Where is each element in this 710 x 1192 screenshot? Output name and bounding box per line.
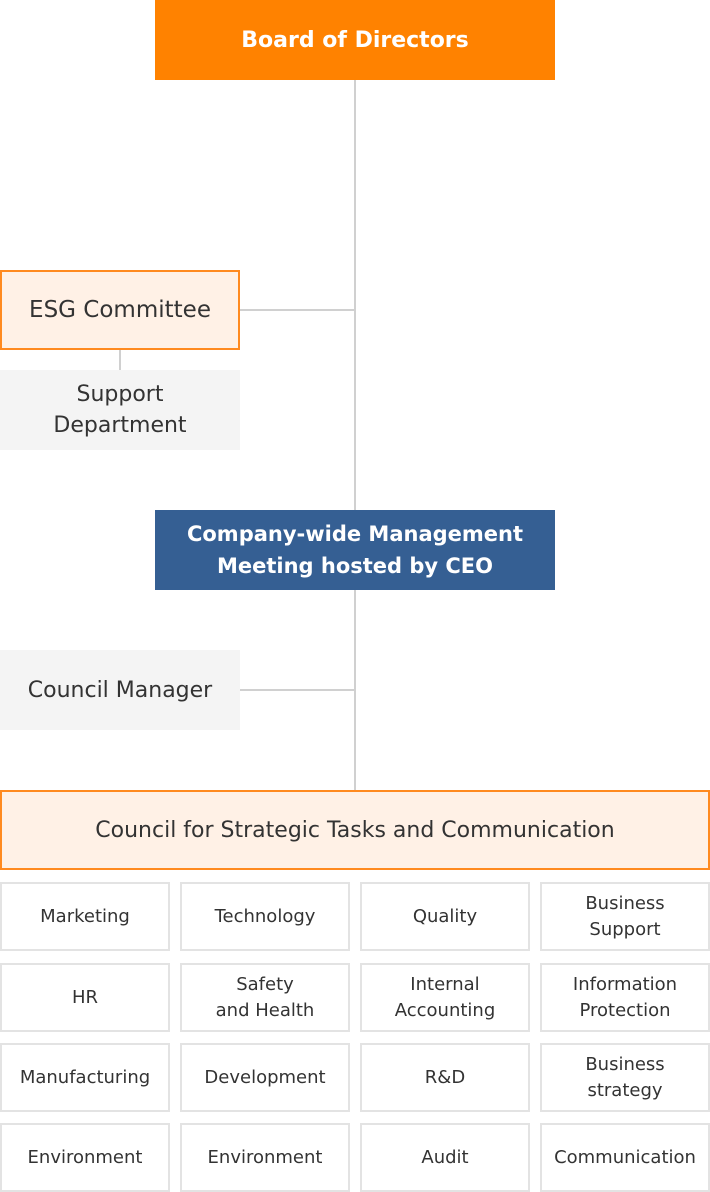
council-cell: Internal Accounting xyxy=(360,963,530,1032)
council-cell: Communication xyxy=(540,1123,710,1192)
council-manager-connector xyxy=(240,689,355,691)
council-cell: Environment xyxy=(180,1123,350,1192)
council-cell: Safety and Health xyxy=(180,963,350,1032)
support-department-node: Support Department xyxy=(0,370,240,450)
council-cell: Information Protection xyxy=(540,963,710,1032)
council-cell: Development xyxy=(180,1043,350,1112)
strategic-council-node: Council for Strategic Tasks and Communic… xyxy=(0,790,710,870)
esg-connector xyxy=(240,309,355,311)
council-cell: R&D xyxy=(360,1043,530,1112)
council-manager-node: Council Manager xyxy=(0,650,240,730)
esg-committee-node: ESG Committee xyxy=(0,270,240,350)
board-of-directors-node: Board of Directors xyxy=(155,0,555,80)
council-cell: Manufacturing xyxy=(0,1043,170,1112)
council-cell: Marketing xyxy=(0,882,170,951)
main-vertical-connector xyxy=(354,80,356,790)
council-cell: Environment xyxy=(0,1123,170,1192)
council-cell: Technology xyxy=(180,882,350,951)
ceo-management-meeting-node: Company-wide Management Meeting hosted b… xyxy=(155,510,555,590)
council-grid: Marketing Technology Quality Business Su… xyxy=(0,882,710,1192)
council-cell: Business strategy xyxy=(540,1043,710,1112)
council-cell: Quality xyxy=(360,882,530,951)
council-cell: HR xyxy=(0,963,170,1032)
council-cell: Business Support xyxy=(540,882,710,951)
council-cell: Audit xyxy=(360,1123,530,1192)
support-connector xyxy=(119,350,121,370)
